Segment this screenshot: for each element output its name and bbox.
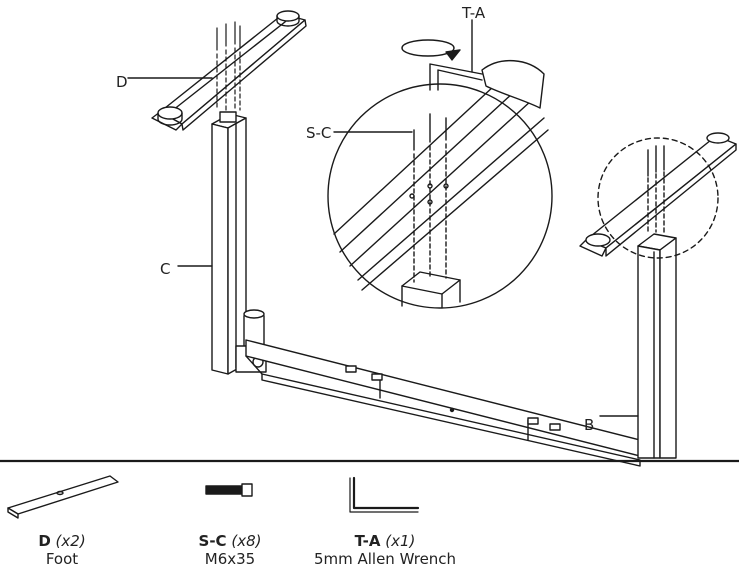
legend-wrench: T-A (x1) 5mm Allen Wrench: [313, 532, 457, 568]
legend-foot: D (x2) Foot: [38, 532, 86, 568]
foot-icon: [7, 475, 119, 519]
left-column: [211, 111, 247, 375]
left-foot: [151, 10, 307, 131]
hand-with-wrench: [429, 59, 545, 109]
cross-beam: [245, 339, 641, 467]
detail-circle-source: [597, 137, 719, 259]
screw-icon: [205, 483, 253, 497]
right-foot: [579, 132, 737, 257]
callout-foot: D: [116, 73, 128, 91]
callout-screw: S-C: [306, 124, 332, 142]
callout-wrench: T-A: [462, 4, 486, 22]
legend-screw: S-C (x8) M6x35: [198, 532, 262, 568]
left-foot-screws: [216, 21, 241, 111]
callout-beam: B: [584, 416, 595, 434]
callout-column: C: [160, 260, 171, 278]
rotation-arrow-icon: [401, 39, 461, 61]
magnified-detail: [327, 83, 553, 309]
right-column: [637, 233, 677, 459]
allen-wrench-icon: [349, 476, 420, 513]
